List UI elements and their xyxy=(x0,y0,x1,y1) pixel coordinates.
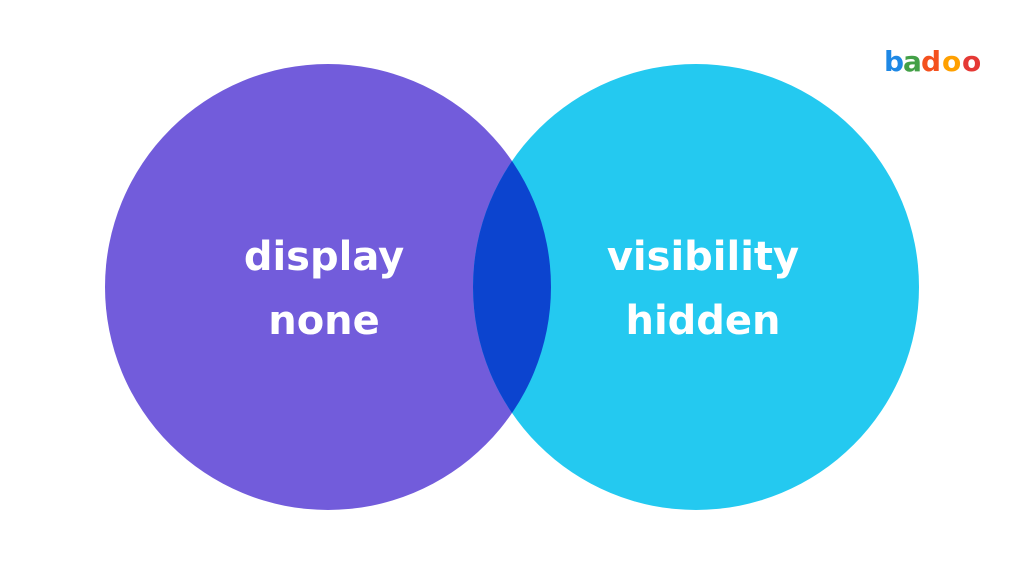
logo-letter-a: a xyxy=(903,45,922,78)
logo-letter-d: d xyxy=(921,45,941,78)
badoo-logo: b a d o o xyxy=(884,45,981,78)
logo-letter-o2: o xyxy=(962,45,981,78)
set-circle-visibility-hidden xyxy=(473,64,919,510)
label-none: none xyxy=(268,298,380,344)
label-display: display xyxy=(244,234,404,280)
label-hidden: hidden xyxy=(625,298,780,344)
label-visibility: visibility xyxy=(607,234,799,280)
logo-letter-o1: o xyxy=(942,45,961,78)
set-circle-display-none xyxy=(105,64,551,510)
logo-letter-b: b xyxy=(884,45,904,78)
